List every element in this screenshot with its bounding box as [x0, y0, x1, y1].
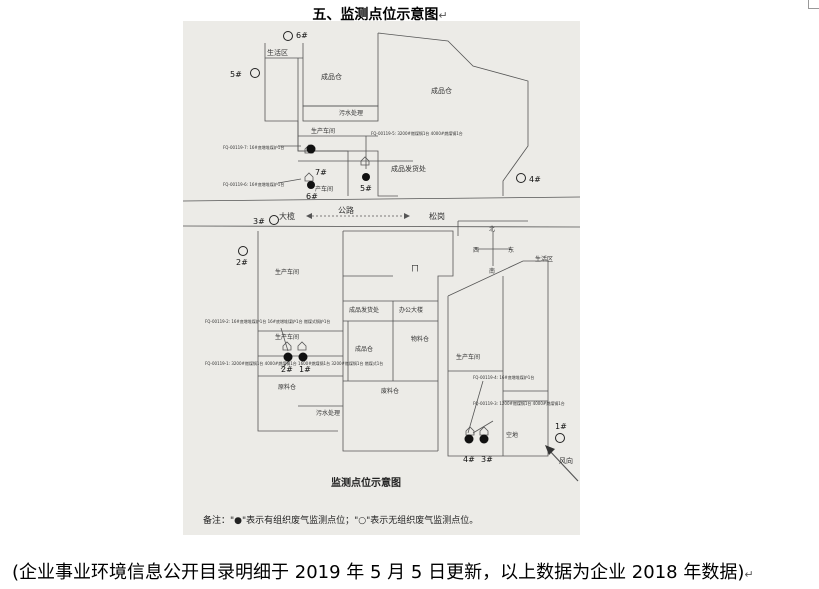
label-sewage-bottom: 污水处理: [316, 409, 340, 417]
label-b4: 4#: [463, 455, 475, 464]
label-office: 办公大楼: [399, 306, 423, 314]
compass-north: 北: [489, 225, 495, 233]
note-pq6: FQ-00119-6: 16#底增堆煤炉1台: [223, 181, 284, 187]
label-workshop-short: 产车间: [315, 185, 333, 193]
point-b4: [464, 434, 474, 444]
point-b3: [479, 434, 489, 444]
label-living-area-bottom: 生活区: [535, 255, 553, 263]
label-b3: 3#: [481, 455, 493, 464]
label-material-store: 物料仓: [411, 335, 429, 343]
label-workshop-right: 生产车间: [456, 353, 480, 361]
label-workshop-top: 生产车间: [311, 127, 335, 135]
label-small-mark: ㄇ: [411, 264, 419, 273]
label-finished-shipping: 成品发货处: [349, 306, 379, 314]
compass-south: 南: [489, 267, 495, 275]
note-pq7: FQ-00119-7: 16#底增堆煤炉1台: [223, 144, 284, 150]
label-workshop-bottom-mid: 生产车间: [275, 333, 299, 341]
label-hollow-p2: 2#: [236, 258, 248, 267]
house-markers: [282, 144, 489, 436]
label-p5: 5#: [360, 184, 372, 193]
update-caption-text: (企业事业环境信息公开目录明细于 2019 年 5 月 5 日更新，以上数据为企…: [12, 562, 745, 583]
top-buildings: [264, 32, 529, 197]
paragraph-mark: ↵: [438, 9, 448, 22]
note-pq5: FQ-00119-5: 3200#燃煤锅1台 4000#燃煤锅1台: [371, 130, 463, 136]
page-corner-mark: [808, 0, 819, 9]
label-hollow-p3: 3#: [253, 217, 265, 226]
update-caption: (企业事业环境信息公开目录明细于 2019 年 5 月 5 日更新，以上数据为企…: [12, 558, 817, 584]
note-pq4: FQ-00119-4: 16#底增堆煤炉1台: [473, 374, 534, 380]
road-lines: [183, 196, 580, 228]
note-pq3: FQ-00119-3: 1200#燃煤锅1台 4000#燃煤锅1台: [473, 400, 565, 406]
label-raw-store: 原料仓: [278, 383, 296, 391]
label-workshop-bottom-top: 生产车间: [275, 268, 299, 276]
map-legend: 备注："●"表示有组织废气监测点位；"○"表示无组织废气监测点位。: [203, 514, 478, 526]
label-finished-store-1: 成品仓: [321, 72, 342, 81]
hollow-point-2: [238, 246, 248, 256]
hollow-point-5: [250, 68, 260, 78]
label-finished-store-2: 成品仓: [431, 86, 452, 95]
note-pq1: FQ-00119-1: 3200#燃煤锅1台 4000#燃煤锅1台 1600#燃…: [205, 360, 383, 366]
compass: [475, 231, 511, 266]
label-b2: 2#: [281, 365, 293, 374]
hollow-point-3: [269, 215, 279, 225]
section-title-text: 五、监测点位示意图: [312, 7, 439, 23]
road-label-right: 松岗: [429, 211, 445, 221]
point-6: [307, 181, 315, 189]
hollow-point-1: [555, 433, 565, 443]
label-shipping-top: 成品发货处: [391, 164, 426, 173]
road-label-middle: 公路: [338, 205, 354, 215]
label-p7: 7#: [315, 168, 327, 177]
label-hollow-p5: 5#: [230, 70, 242, 79]
label-b1: 1#: [299, 365, 311, 374]
bottom-buildings: [257, 220, 549, 457]
compass-west: 西: [473, 247, 479, 254]
label-hollow-p4: 4#: [529, 175, 541, 184]
hollow-point-4: [516, 173, 526, 183]
map-title: 监测点位示意图: [331, 476, 401, 489]
label-hollow-p1: 1#: [555, 422, 567, 431]
label-waste-store: 废料仓: [381, 387, 399, 395]
label-living-area-top: 生活区: [267, 48, 288, 57]
note-pq2: FQ-00119-2: 16#底增堆煤炉1台 16#底增堆煤炉1台 燃煤式锅炉1…: [205, 318, 330, 324]
compass-east: 东: [508, 246, 514, 254]
label-p6: 6#: [306, 192, 318, 201]
section-title: 五、监测点位示意图↵: [0, 4, 760, 24]
label-wind: 风向: [559, 456, 573, 465]
label-open-ground: 空地: [506, 431, 518, 439]
label-sewage-top: 污水处理: [339, 109, 363, 117]
point-5: [362, 173, 370, 181]
wind-arrow: [545, 445, 579, 482]
monitoring-map-svg: 生活区 成品仓 成品仓 污水处理 生产车间 产车间 成品发货处 FQ-00119…: [183, 31, 580, 526]
monitoring-map-image: 生活区 成品仓 成品仓 污水处理 生产车间 产车间 成品发货处 FQ-00119…: [183, 21, 580, 535]
point-b1: [298, 352, 308, 362]
paragraph-mark-caption: ↵: [744, 568, 754, 581]
unorganized-points: [238, 31, 565, 443]
organized-points: [283, 144, 489, 444]
road-label-left: 大榄: [279, 211, 295, 221]
label-hollow-p6: 6#: [296, 31, 308, 40]
label-finished-store-bottom: 成品仓: [355, 345, 373, 353]
hollow-point-6: [283, 31, 293, 41]
point-7: [306, 144, 316, 154]
note-leaders: [277, 136, 494, 434]
point-b2: [283, 352, 293, 362]
